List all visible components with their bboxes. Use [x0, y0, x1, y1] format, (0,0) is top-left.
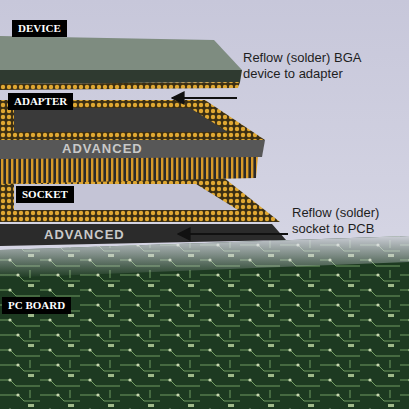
layer-tag: PC BOARD — [2, 297, 71, 314]
layer-tag: SOCKET — [16, 186, 74, 203]
callout-text: Reflow (solder) BGA device to adapter — [243, 50, 393, 81]
chip-marking: ADVANCED — [62, 141, 143, 156]
leader-arrow — [172, 97, 237, 99]
callout-text: Reflow (solder) socket to PCB — [292, 205, 404, 236]
layer-name: ADAPTER — [14, 95, 67, 107]
layer-name: PC BOARD — [8, 299, 65, 311]
layer-tag: ADAPTER — [8, 93, 73, 110]
leader-arrow — [178, 233, 288, 235]
layer-tag: DEVICE — [12, 20, 67, 37]
chip-marking: ADVANCED — [44, 227, 125, 242]
layer-name: SOCKET — [22, 188, 68, 200]
layer-name: DEVICE — [18, 22, 61, 34]
